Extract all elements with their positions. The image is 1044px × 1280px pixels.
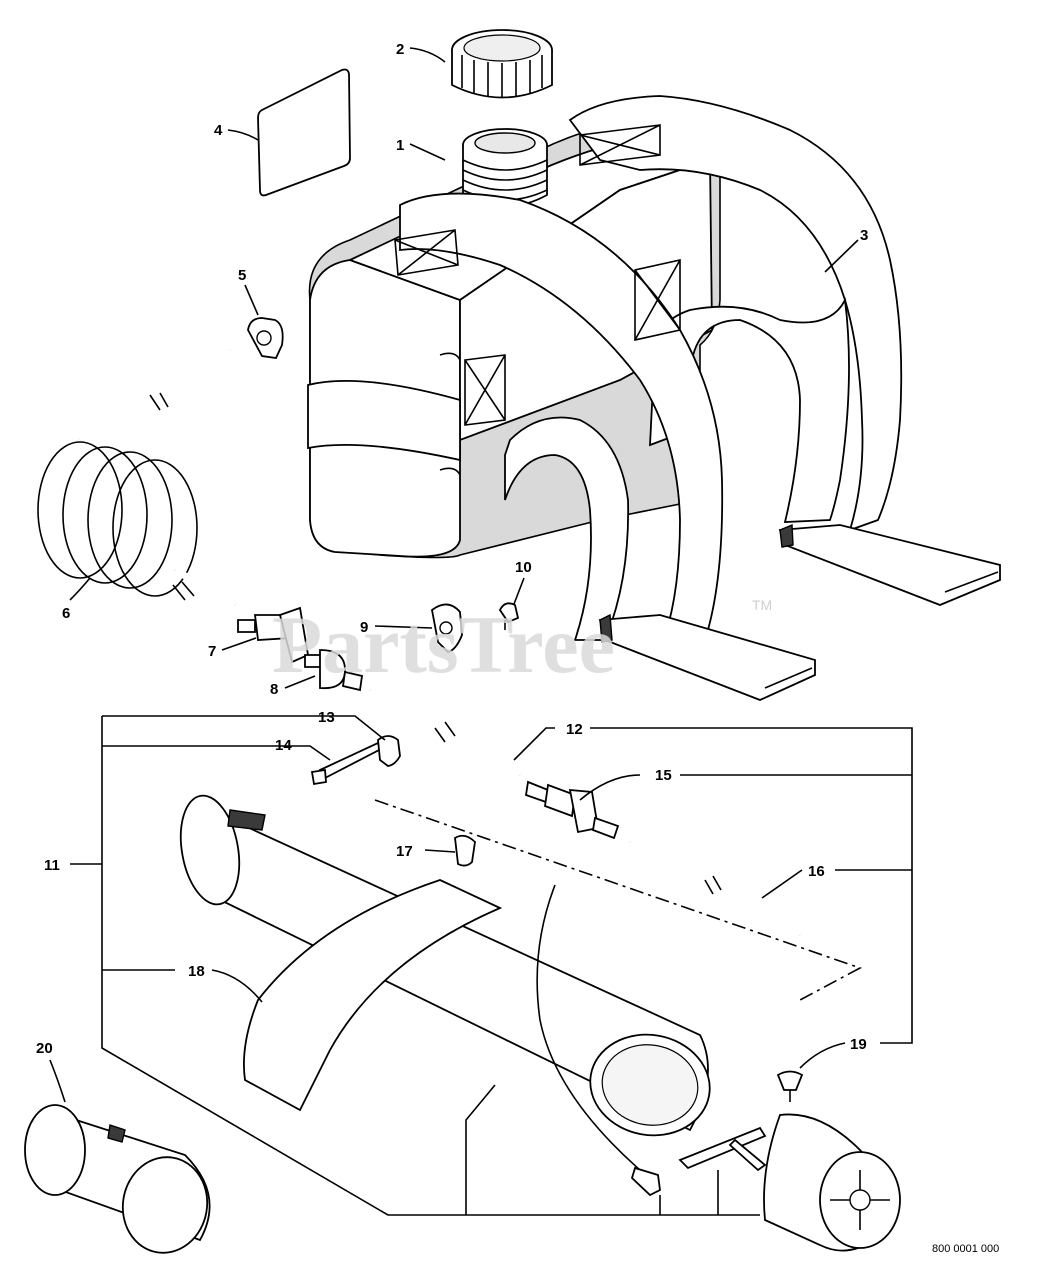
inline-filter-8[interactable] — [304, 649, 364, 692]
shut-off-valve-7[interactable] — [237, 606, 310, 664]
watermark-trademark: TM — [752, 597, 772, 613]
callout-19[interactable]: 19 — [850, 1036, 867, 1053]
fan-housing-elbow[interactable] — [763, 1113, 901, 1252]
hose-clip-5[interactable] — [247, 317, 284, 359]
push-rivet-19[interactable] — [776, 1070, 804, 1103]
fuel-line — [536, 884, 641, 1171]
elbow-fitting[interactable] — [630, 1166, 661, 1197]
diagram-reference-code: 800 0001 000 — [932, 1243, 999, 1255]
callout-15[interactable]: 15 — [655, 767, 672, 784]
watermark-text: PartsTree — [272, 599, 615, 690]
fuel-hose-16[interactable] — [627, 837, 803, 940]
assembly-guide-line — [374, 799, 862, 1001]
callout-17[interactable]: 17 — [396, 843, 413, 860]
callout-11[interactable]: 11 — [44, 857, 60, 874]
callout-10[interactable]: 10 — [515, 559, 532, 576]
hose-clamp-13[interactable] — [377, 735, 401, 767]
tank-cap[interactable] — [451, 29, 553, 99]
cable-tie-14[interactable] — [310, 740, 385, 786]
grommet-10[interactable] — [498, 602, 520, 630]
fuel-hose-12[interactable] — [367, 685, 523, 780]
callout-12[interactable]: 12 — [566, 721, 583, 738]
shut-off-valve-15[interactable] — [524, 780, 620, 840]
callout-8[interactable]: 8 — [270, 681, 278, 698]
callout-13[interactable]: 13 — [318, 709, 335, 726]
callout-5[interactable]: 5 — [238, 267, 246, 284]
callout-16[interactable]: 16 — [808, 863, 825, 880]
shoulder-harness[interactable] — [394, 95, 1001, 701]
callout-9[interactable]: 9 — [360, 619, 368, 636]
callout-1[interactable]: 1 — [396, 137, 404, 154]
leader-lines — [49, 47, 913, 1216]
callout-3[interactable]: 3 — [860, 227, 868, 244]
callout-4[interactable]: 4 — [214, 122, 223, 139]
coiled-hose[interactable] — [37, 346, 237, 609]
callout-labels: 1 2 3 4 5 6 7 8 9 10 11 12 13 14 15 16 1… — [36, 41, 868, 1057]
blower-tube[interactable] — [173, 791, 718, 1145]
warning-label[interactable] — [257, 68, 351, 197]
callout-2[interactable]: 2 — [396, 41, 404, 58]
nozzle-20[interactable] — [24, 1104, 215, 1260]
throttle-lever[interactable] — [678, 1126, 767, 1172]
callout-14[interactable]: 14 — [275, 737, 292, 754]
hose-clamp-9[interactable] — [431, 603, 463, 653]
hose-clamp-17[interactable] — [454, 834, 476, 867]
callout-20[interactable]: 20 — [36, 1040, 53, 1057]
callout-18[interactable]: 18 — [188, 963, 205, 980]
callout-6[interactable]: 6 — [62, 605, 70, 622]
callout-7[interactable]: 7 — [208, 643, 216, 660]
heat-shield-18[interactable] — [243, 879, 503, 1112]
